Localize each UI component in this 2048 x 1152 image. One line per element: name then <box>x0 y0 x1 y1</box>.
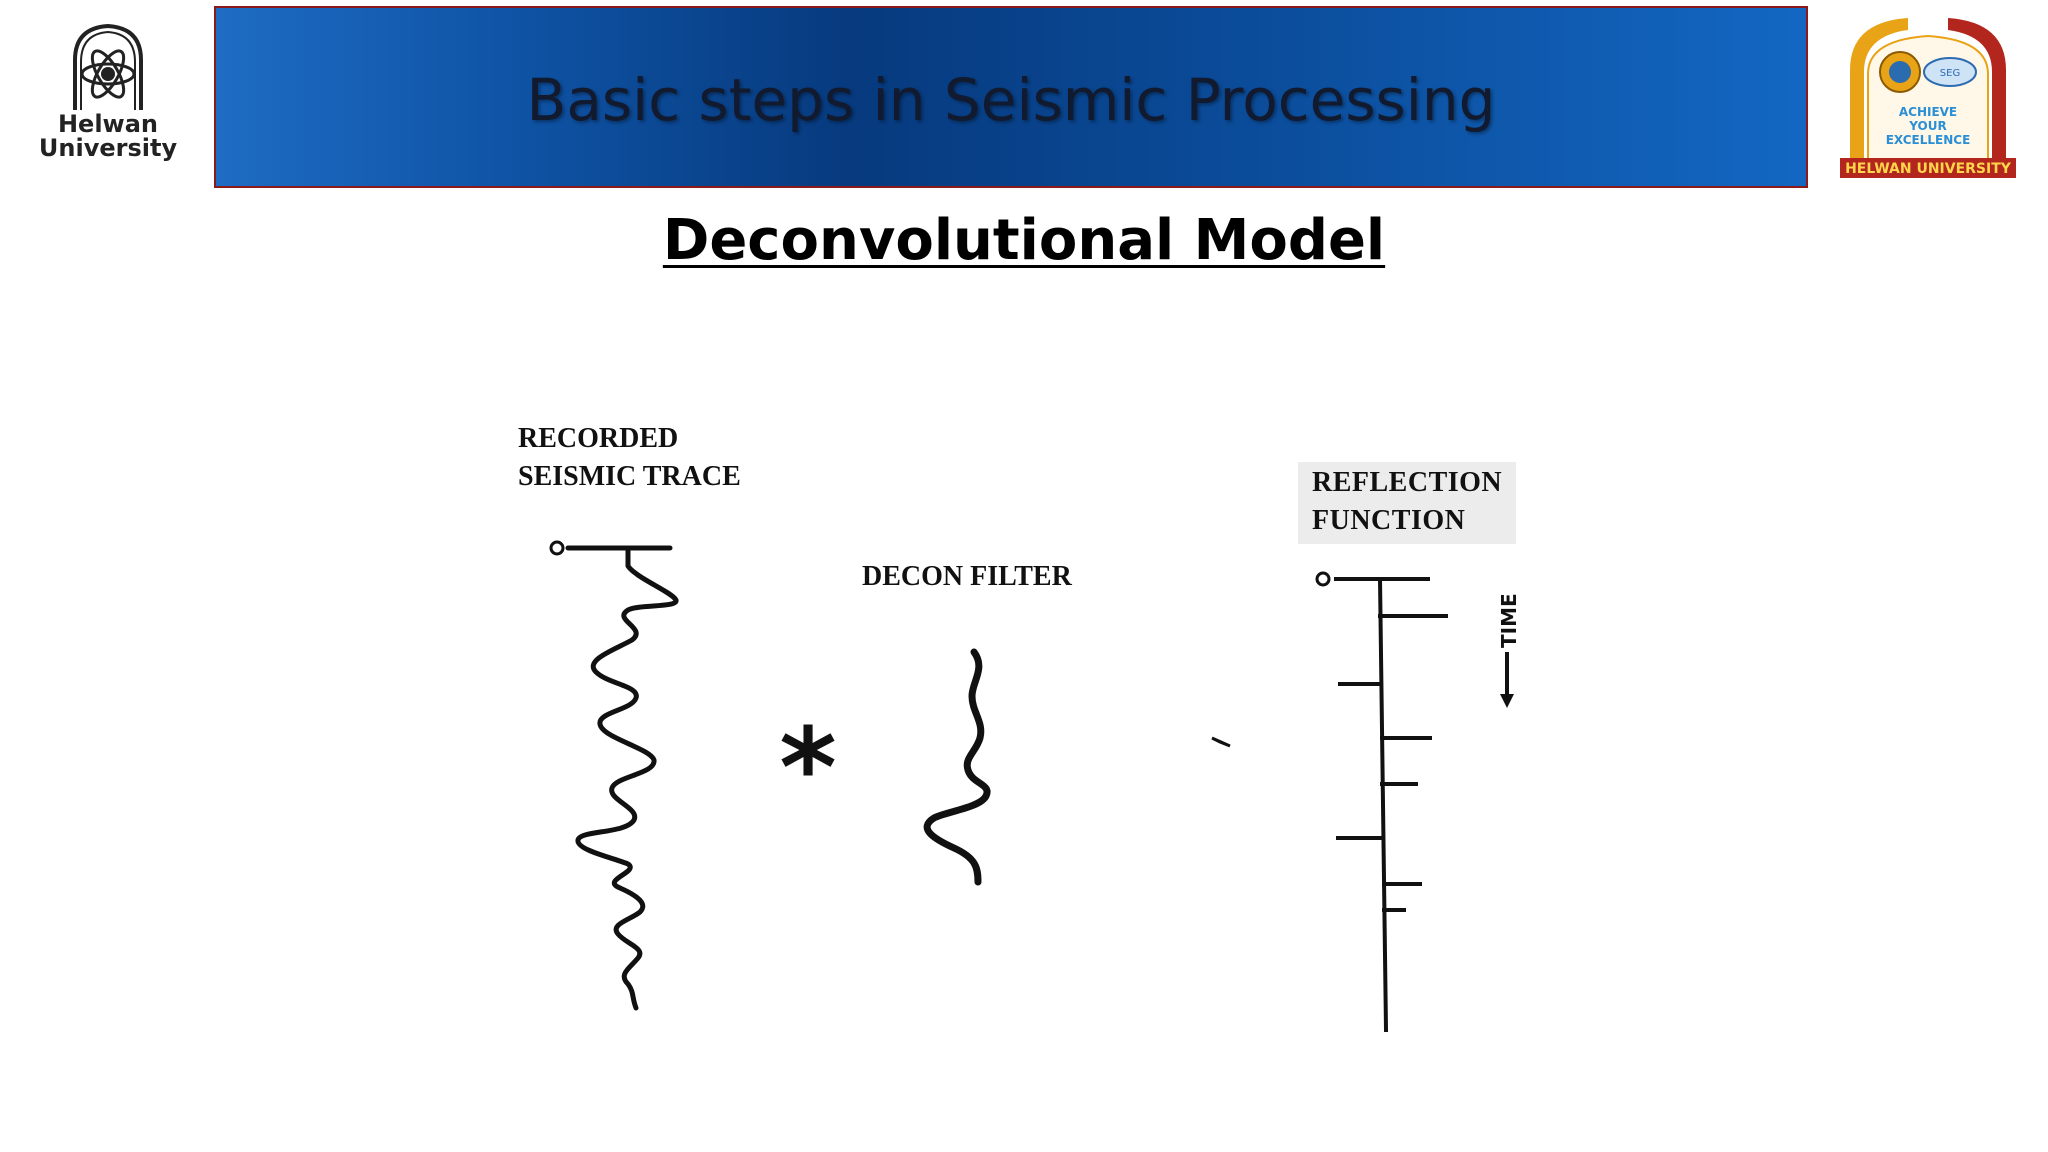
helwan-logo-line2: University <box>38 134 178 162</box>
badge-motto-3: EXCELLENCE <box>1886 133 1971 147</box>
recorded-trace-label: RECORDED SEISMIC TRACE <box>518 420 741 496</box>
slide-subtitle: Deconvolutional Model <box>662 208 1386 273</box>
aapg-seg-student-chapter-badge-icon: SEG ACHIEVE YOUR EXCELLENCE HELWAN UNIVE… <box>1840 18 2016 178</box>
reflection-zero-marker <box>1315 571 1331 587</box>
recorded-trace-label-line1: RECORDED <box>518 423 679 454</box>
badge-motto-1: ACHIEVE <box>1899 105 1957 119</box>
time-arrow: TIME <box>1497 593 1521 708</box>
reflection-function-label-line2: FUNCTION <box>1312 505 1466 536</box>
convolution-operator: * <box>779 704 837 832</box>
decon-filter-label: DECON FILTER <box>862 561 1072 592</box>
decon-filter-wavelet <box>923 648 991 886</box>
reflection-function-label: REFLECTION FUNCTION <box>1298 462 1517 544</box>
reflection-function-spikes <box>1315 571 1448 1033</box>
badge-motto-2: YOUR <box>1908 119 1946 133</box>
time-label: TIME <box>1497 593 1521 648</box>
helwan-atom-emblem-icon <box>73 23 143 110</box>
svg-text:SEG: SEG <box>1940 68 1960 79</box>
recorded-trace-label-line2: SEISMIC TRACE <box>518 461 741 492</box>
aapg-seg-logo: SEG ACHIEVE YOUR EXCELLENCE HELWAN UNIVE… <box>1838 10 2018 180</box>
trace-zero-marker <box>549 540 565 556</box>
badge-footer: HELWAN UNIVERSITY <box>1845 161 2012 177</box>
arrow-down-icon <box>1500 694 1514 708</box>
helwan-logo-line1: Helwan <box>57 110 159 138</box>
slide-title: Basic steps in Seismic Processing <box>526 66 1496 134</box>
helwan-logo: Helwan University <box>28 22 188 172</box>
recorded-seismic-trace <box>549 540 679 1011</box>
reflection-function-label-line1: REFLECTION <box>1312 467 1503 498</box>
stray-mark <box>1211 736 1231 748</box>
title-banner: Basic steps in Seismic Processing <box>214 6 1808 188</box>
